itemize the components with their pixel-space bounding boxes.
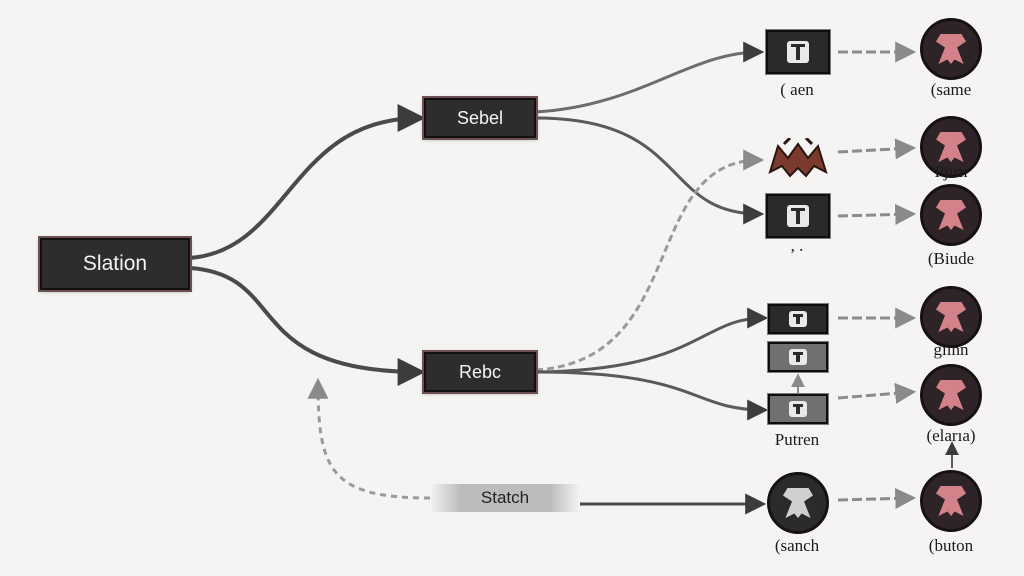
edge-row-6: [837, 487, 917, 509]
sebel-node[interactable]: Sebel: [424, 98, 536, 138]
left-label-7: (sanch: [774, 536, 820, 555]
crest-icon[interactable]: [920, 18, 982, 80]
building-icon[interactable]: [766, 194, 830, 238]
left-label-1: ( aen: [780, 80, 814, 99]
statch-node[interactable]: Statch: [430, 484, 580, 512]
crest-glyph: [936, 380, 966, 410]
right-label-5: (elarıa): [926, 426, 976, 445]
edge-statch-to-rebc: [307, 377, 431, 500]
right-label-1: (same: [930, 80, 972, 99]
building-icon[interactable]: [768, 394, 828, 424]
crest-icon[interactable]: [920, 184, 982, 246]
crest-glyph: [936, 132, 966, 162]
building-glyph: [787, 205, 809, 227]
building-glyph: [789, 349, 807, 365]
left-label-3: , .: [790, 236, 804, 255]
edge-sebel-to-icon-3: [535, 116, 765, 225]
edge-row-5: [837, 382, 917, 404]
edge-row-3: [837, 203, 917, 225]
left-label-6: Putren: [774, 430, 820, 449]
crest-icon[interactable]: [920, 364, 982, 426]
right-label-4: gıınn: [933, 340, 969, 359]
skull-glyph: [783, 488, 813, 518]
rebc-node[interactable]: Rebc: [424, 352, 536, 392]
crest-icon[interactable]: [920, 286, 982, 348]
edge-row-2: [837, 138, 917, 160]
edge-station-to-sebel: [189, 104, 426, 260]
edge-station-to-rebc: [189, 266, 426, 386]
building-glyph: [789, 401, 807, 417]
right-label-3: (Biude: [927, 249, 975, 268]
edge-sebel-to-icon-1: [535, 41, 765, 114]
right-label-2: Pjırn: [934, 162, 968, 181]
edge-rebc-to-icon-4: [535, 307, 769, 374]
building-glyph: [789, 311, 807, 327]
building-icon[interactable]: [768, 342, 828, 372]
building-glyph: [787, 41, 809, 63]
station-node[interactable]: Slation: [40, 238, 190, 290]
crest-glyph: [936, 302, 966, 332]
edge-rebc-to-icon-2: [535, 149, 765, 372]
crest-glyph: [936, 200, 966, 230]
bat-icon[interactable]: [766, 138, 830, 180]
crest-glyph: [936, 486, 966, 516]
skull-icon[interactable]: [767, 472, 829, 534]
crest-icon[interactable]: [920, 116, 982, 178]
building-icon[interactable]: [768, 304, 828, 334]
right-label-6: (buton: [928, 536, 974, 555]
edge-rebc-to-icon-6: [535, 370, 769, 421]
crest-icon[interactable]: [920, 470, 982, 532]
crest-glyph: [936, 34, 966, 64]
building-icon[interactable]: [766, 30, 830, 74]
